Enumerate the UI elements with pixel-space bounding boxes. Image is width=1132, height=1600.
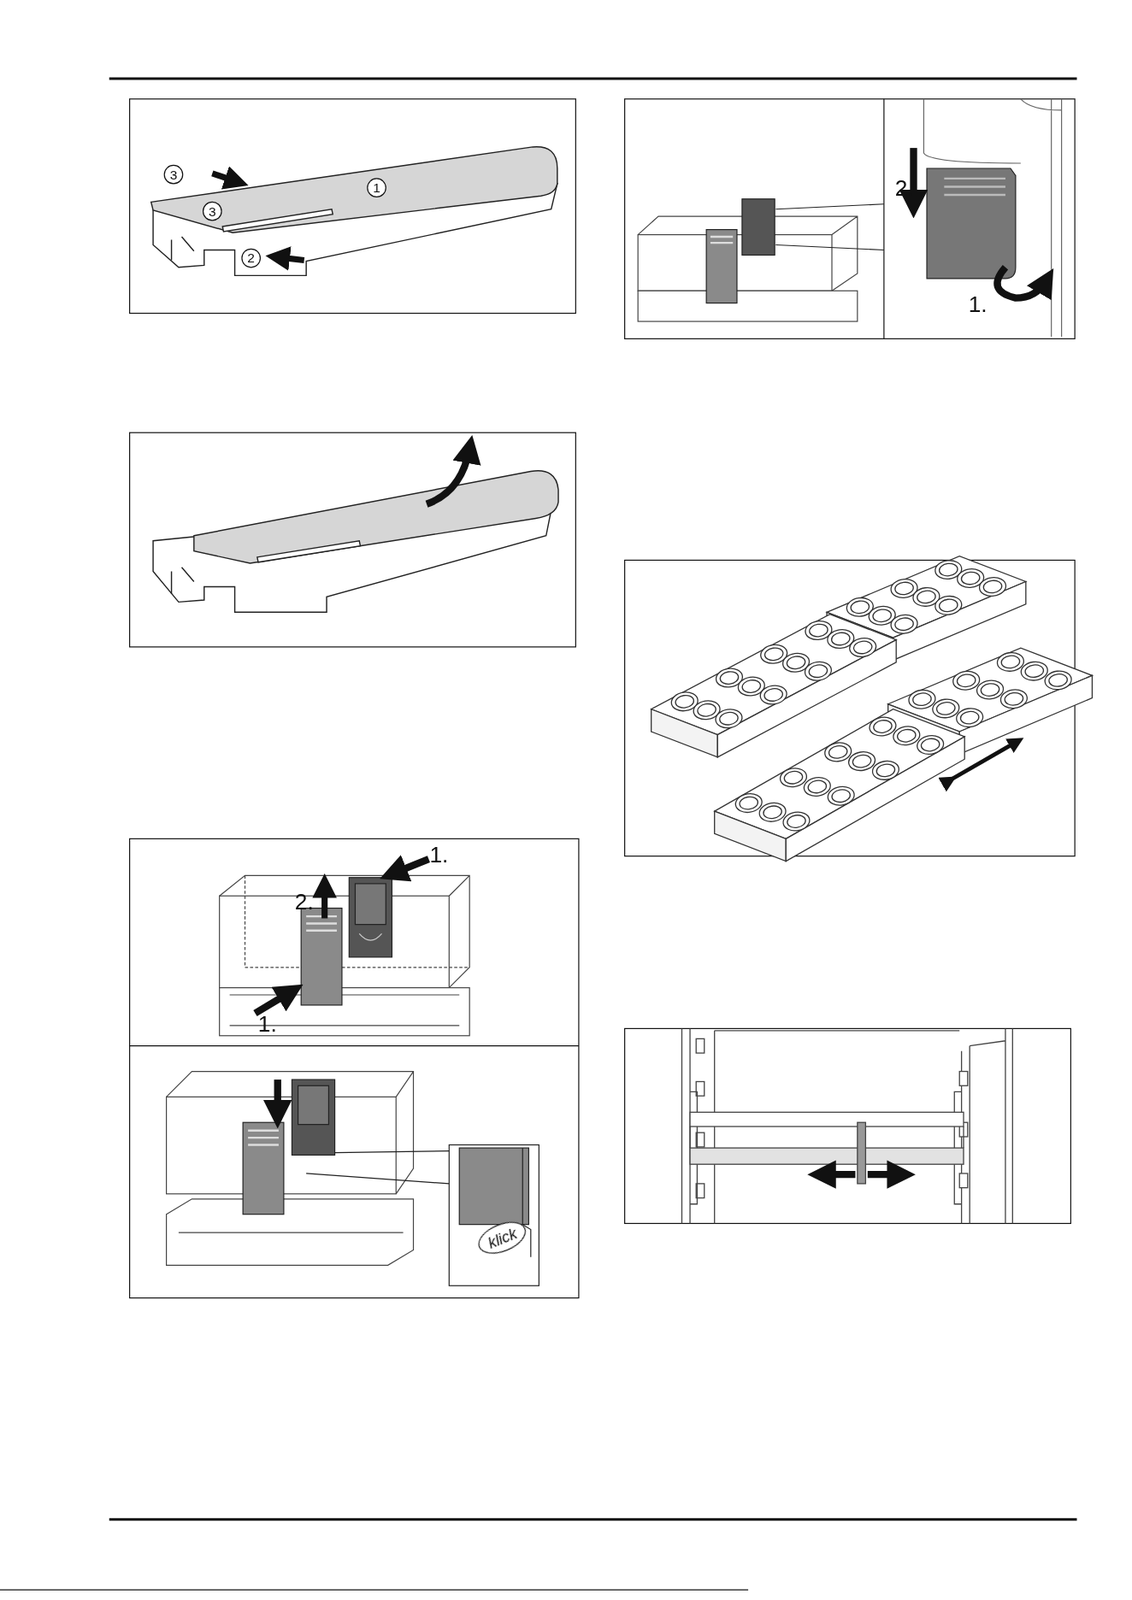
step-number: 1.: [429, 843, 449, 867]
callout-number: 2: [241, 248, 261, 269]
callout-number: 3: [202, 201, 223, 222]
callout-number: 3: [164, 165, 184, 185]
step-number: 2.: [895, 177, 914, 201]
step-number: 2.: [294, 890, 314, 914]
step-number: 1.: [968, 294, 988, 317]
step-number: 1.: [258, 1014, 278, 1037]
callout-number: 1: [366, 177, 387, 198]
